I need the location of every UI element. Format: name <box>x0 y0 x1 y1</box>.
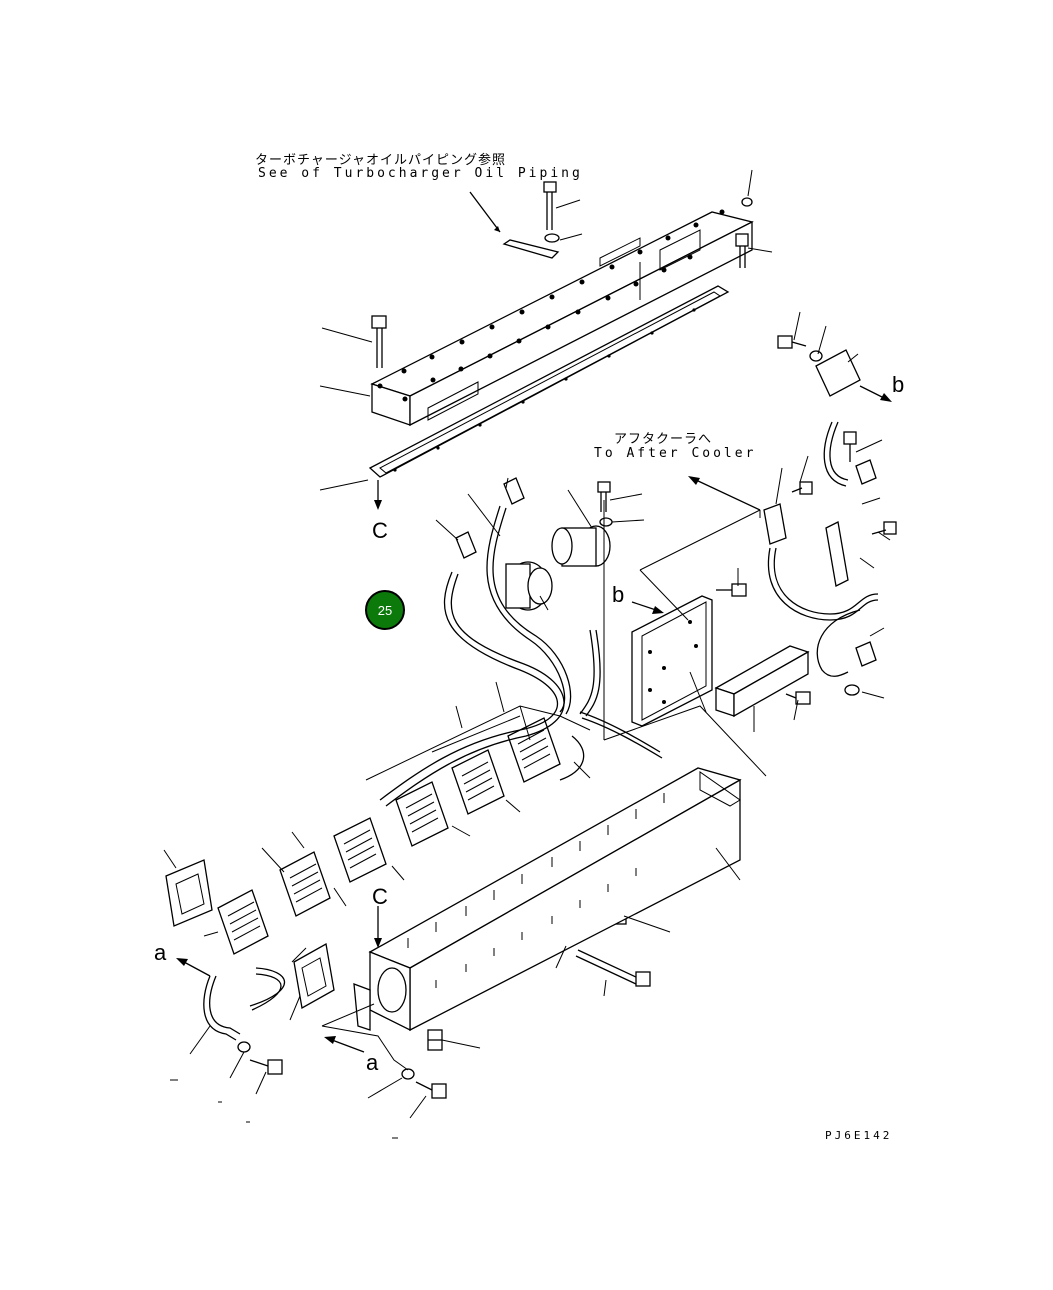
ref-letter-a-left: a <box>154 940 167 965</box>
gasket <box>368 285 730 478</box>
aftercooler-jp-label: アフタクーラへ <box>614 432 713 447</box>
part-callout-25[interactable]: 25 <box>365 590 405 630</box>
turbo-ref-jp-label: ターボチャージャオイルパイピング参照 <box>255 153 506 168</box>
arrows <box>176 385 892 1053</box>
heater-elements <box>165 717 561 1010</box>
upper-housing <box>370 191 754 427</box>
lower-housing <box>353 767 742 1032</box>
ref-letter-b-mid: b <box>612 582 625 607</box>
wire-harness <box>203 421 879 1041</box>
aftercooler-en-label: To After Cooler <box>594 446 757 461</box>
brackets <box>631 595 810 727</box>
ref-letter-b-right: b <box>892 372 905 397</box>
drawing-code: PJ6E142 <box>825 1129 893 1142</box>
ref-letter-a-lower: a <box>366 1050 379 1075</box>
turbo-ref-en-label: See of Turbocharger Oil Piping <box>258 166 583 181</box>
leader-lines <box>163 169 891 1139</box>
ref-letter-c-upper: C <box>372 518 388 543</box>
ref-letter-c-lower: C <box>372 884 388 909</box>
